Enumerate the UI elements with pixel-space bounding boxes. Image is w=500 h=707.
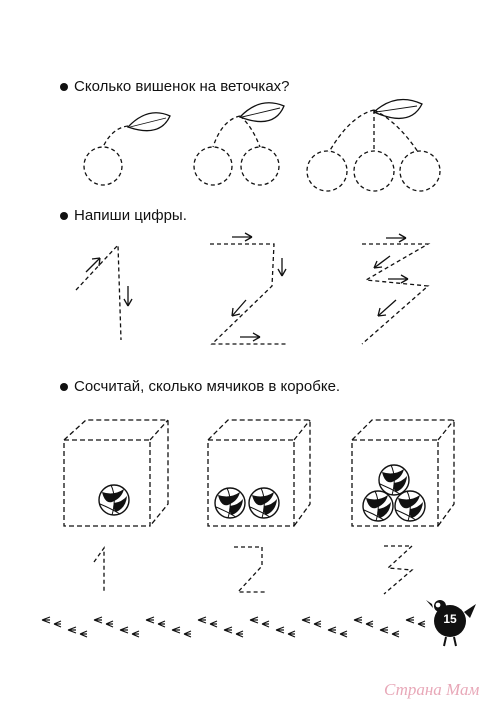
footprint	[105, 620, 114, 628]
ball	[362, 490, 394, 522]
box-3	[351, 419, 455, 527]
ball	[98, 484, 130, 516]
trace-digit-1	[75, 243, 133, 341]
footprint	[261, 620, 270, 628]
task-write-digits: Напиши цифры.	[60, 207, 187, 224]
ball	[378, 464, 410, 496]
footprint	[67, 626, 77, 634]
box-2	[207, 419, 311, 527]
footprint	[53, 620, 62, 628]
footprint	[79, 630, 88, 638]
cherry-outline	[83, 146, 123, 186]
cherry-branch-3	[306, 98, 441, 192]
footprint	[249, 616, 259, 624]
footprint	[131, 630, 140, 638]
bird-icon	[426, 600, 476, 647]
task-cherries: Сколько вишенок на веточках?	[60, 78, 290, 95]
footprint	[209, 620, 218, 628]
task-count-balls: Сосчитай, сколько мячиков в коробке.	[60, 378, 340, 395]
bullet-icon	[60, 382, 68, 391]
footprint	[93, 616, 103, 624]
footprint	[379, 626, 389, 634]
footprint	[223, 626, 233, 634]
footprint	[41, 616, 51, 624]
task-cherries-text: Сколько вишенок на веточках?	[74, 78, 290, 95]
task-write-digits-text: Напиши цифры.	[74, 207, 187, 224]
ball	[394, 490, 426, 522]
small-trace-1	[93, 545, 105, 592]
footprint	[313, 620, 322, 628]
bird-footprints	[41, 616, 426, 638]
footprint	[275, 626, 285, 634]
footprint	[183, 630, 192, 638]
footprint	[119, 626, 129, 634]
cherry-branch-2	[193, 102, 285, 186]
footprint	[301, 616, 311, 624]
cherry-branch-1	[83, 112, 171, 186]
footprint	[197, 616, 207, 624]
footprint	[417, 620, 426, 628]
bullet-icon	[60, 82, 68, 91]
trace-digit-3	[361, 233, 431, 345]
box-1	[63, 419, 169, 527]
task-count-balls-text: Сосчитай, сколько мячиков в коробке.	[74, 378, 341, 395]
footprint	[405, 616, 415, 624]
bullet-icon	[60, 211, 68, 220]
footprint	[327, 626, 337, 634]
small-trace-3	[383, 545, 414, 595]
footprint	[391, 630, 400, 638]
footprint	[287, 630, 296, 638]
small-trace-2	[234, 546, 266, 593]
trace-digit-2	[210, 232, 287, 345]
footprint	[353, 616, 363, 624]
ball	[248, 487, 280, 519]
footprint	[145, 616, 155, 624]
footprint	[157, 620, 166, 628]
ball	[214, 487, 246, 519]
page-number: 15	[443, 612, 457, 626]
watermark: Страна Мам	[384, 680, 480, 699]
footprint	[365, 620, 374, 628]
footprint	[339, 630, 348, 638]
footprint	[235, 630, 244, 638]
footprint	[171, 626, 181, 634]
